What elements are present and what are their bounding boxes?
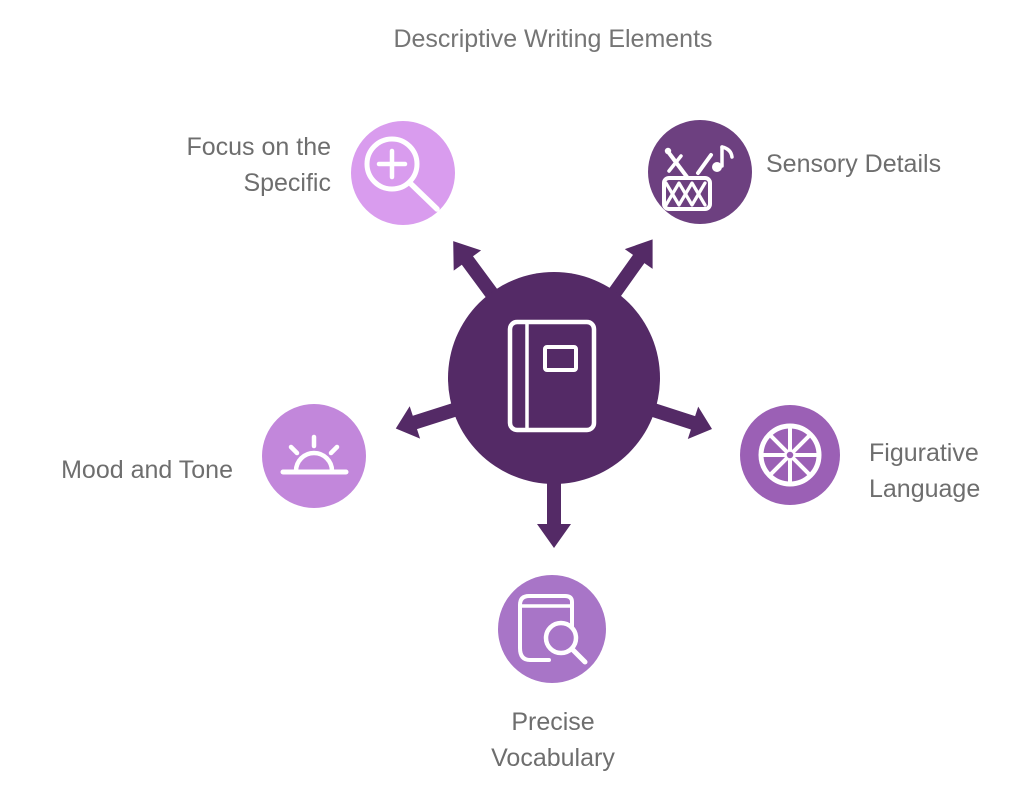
- figurative-label-line-1: Figurative: [869, 439, 979, 467]
- spoked-wheel-icon: [758, 423, 822, 487]
- hub-node: [448, 272, 660, 484]
- notebook-icon: [507, 319, 597, 433]
- wheel-hub-dot: [784, 449, 796, 461]
- mood-circle: [262, 404, 366, 508]
- node-focus-on-the-specific: Focus on the Specific: [186, 121, 455, 225]
- node-figurative-language: Figurative Language: [740, 405, 980, 505]
- arrow-to-bottom: [537, 468, 571, 548]
- arrow-to-left: [395, 398, 471, 439]
- precise-label-line-1: Precise: [511, 708, 594, 736]
- magnifier-lens: [543, 620, 579, 656]
- focus-label-line-2: Specific: [243, 169, 331, 197]
- sunrise-icon: [280, 434, 349, 475]
- node-sensory-details: Sensory Details: [648, 120, 941, 224]
- drum-and-music-note-icon: [662, 145, 734, 211]
- focus-label-line-1: Focus on the: [186, 133, 331, 161]
- node-precise-vocabulary: Precise Vocabulary: [491, 575, 615, 772]
- diagram-title: Descriptive Writing Elements: [393, 25, 712, 53]
- mood-label: Mood and Tone: [61, 456, 233, 484]
- precise-label-line-2: Vocabulary: [491, 744, 615, 772]
- book-with-magnifier-icon: [518, 594, 588, 665]
- arrow-to-right: [637, 398, 712, 439]
- sensory-label: Sensory Details: [766, 150, 941, 178]
- node-mood-and-tone: Mood and Tone: [61, 404, 366, 508]
- figurative-label-line-2: Language: [869, 475, 980, 503]
- hub-circle: [448, 272, 660, 484]
- magnifier-zoom-in-icon: [364, 136, 440, 212]
